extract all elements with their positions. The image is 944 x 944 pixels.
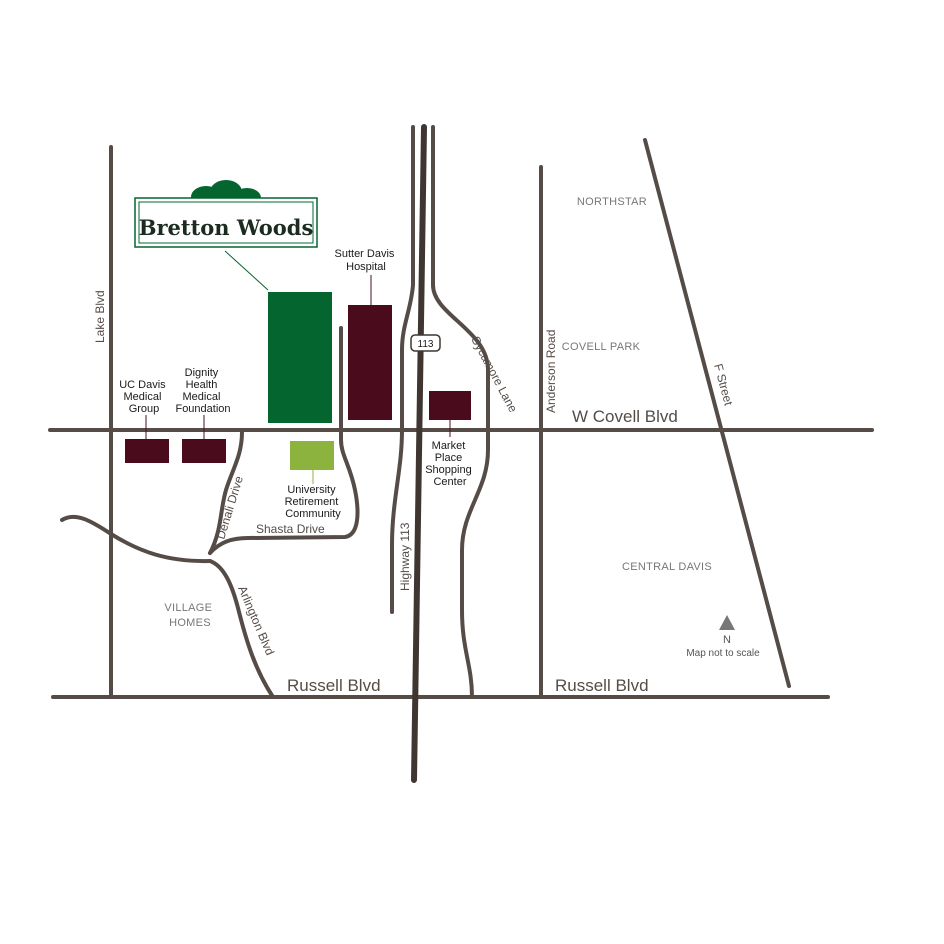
north-label: N	[723, 634, 731, 646]
lake-blvd-label: Lake Blvd	[93, 290, 107, 343]
dignity-health-building	[182, 439, 226, 463]
f-street-road	[643, 138, 791, 688]
highway-113-road	[411, 124, 427, 783]
russell-blvd-west-label: Russell Blvd	[287, 676, 381, 695]
sutter-davis-hospital-building	[348, 305, 392, 420]
northstar-label: NORTHSTAR	[577, 196, 647, 208]
sycamore-lane-label: Sycamore Lane	[468, 334, 520, 415]
roads	[48, 124, 874, 783]
highway-113-label: Highway 113	[398, 522, 412, 591]
west-curve-road	[60, 514, 212, 564]
north-indicator: N Map not to scale	[686, 615, 760, 659]
uc-davis-medical-group-label: UC Davis Medical Group	[119, 379, 169, 415]
russell-blvd-east-label: Russell Blvd	[555, 676, 649, 695]
village-homes-label: VILLAGE HOMES	[164, 602, 215, 629]
bretton-woods-logo: Bretton Woods	[134, 180, 318, 248]
arlington-blvd-road	[208, 559, 275, 699]
market-place-shopping-center-label: Market Place Shopping Center	[425, 440, 475, 488]
map-not-to-scale-label: Map not to scale	[686, 648, 760, 659]
denali-drive-label: Denali Drive	[213, 474, 246, 541]
shasta-drive-road	[208, 326, 360, 555]
uc-davis-medical-building	[125, 439, 169, 463]
logo-title: Bretton Woods	[139, 215, 314, 240]
university-retirement-building	[290, 441, 334, 470]
anderson-road-label: Anderson Road	[544, 330, 558, 413]
shasta-drive-label: Shasta Drive	[256, 522, 325, 536]
sycamore-lane-road	[431, 125, 490, 699]
market-place-building	[429, 391, 471, 420]
covell-park-label: COVELL PARK	[562, 341, 641, 353]
central-davis-label: CENTRAL DAVIS	[622, 561, 712, 573]
bretton-woods-site	[268, 292, 332, 423]
dignity-health-medical-foundation-label: Dignity Health Medical Foundation	[175, 367, 230, 415]
university-retirement-community-label: University Retirement Community	[285, 484, 342, 520]
north-arrow-icon	[719, 615, 735, 630]
logo-frame-inner	[138, 201, 314, 244]
w-covell-blvd-label: W Covell Blvd	[572, 407, 678, 426]
sutter-davis-hospital-label: Sutter Davis Hospital	[335, 248, 398, 273]
highway-113-shield: 113	[410, 334, 441, 352]
bretton-woods-leader	[224, 250, 269, 291]
denali-drive-road	[208, 430, 244, 555]
logo-frame-outer	[134, 197, 318, 248]
highway-shield-number: 113	[418, 339, 434, 350]
highway-113-west-ramp	[390, 125, 415, 614]
